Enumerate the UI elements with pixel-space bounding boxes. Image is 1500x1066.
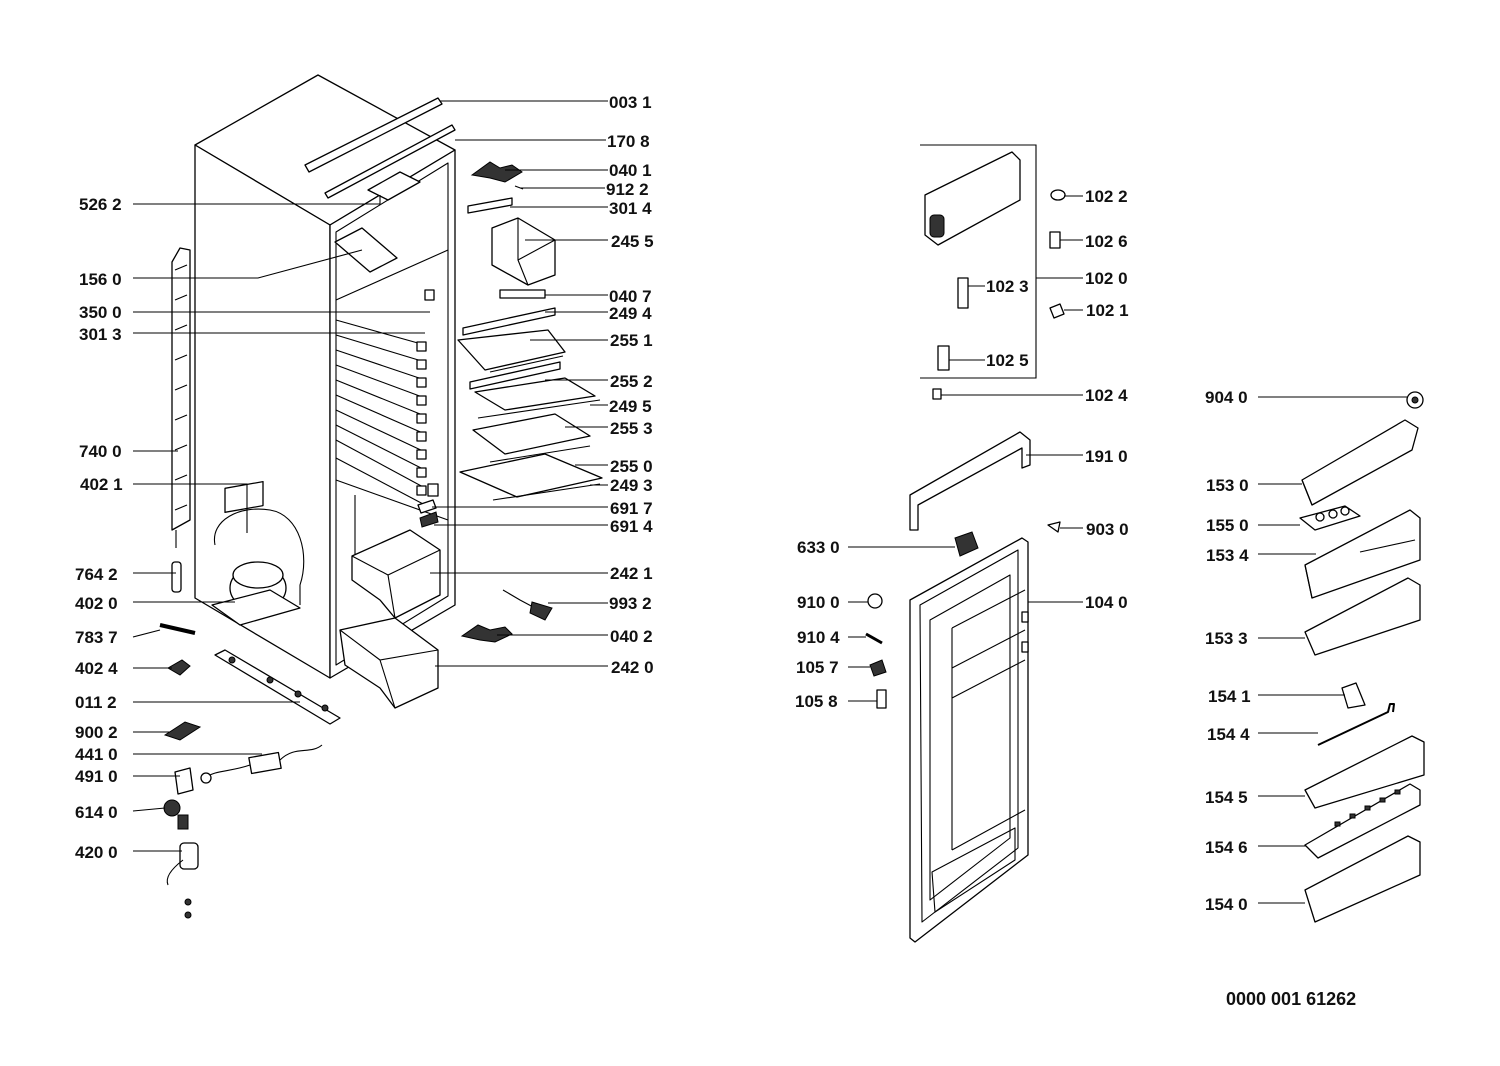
label-402-1: 402 1 [80,475,123,494]
label-783-7: 783 7 [75,628,118,647]
label-104-0: 104 0 [1085,593,1128,612]
label-156-0: 156 0 [79,270,122,289]
compressor-bay-outline [213,508,305,605]
label-154-6: 154 6 [1205,838,1248,857]
label-154-5: 154 5 [1205,788,1248,807]
shelf-leader-lines [1258,396,1407,904]
label-402-0: 402 0 [75,594,118,613]
ice-tray [334,227,398,273]
door-shelves-drawing [1299,391,1425,923]
label-245-5: 245 5 [611,232,654,251]
label-249-5: 249 5 [609,397,652,416]
label-764-2: 764 2 [75,565,118,584]
label-526-2: 526 2 [79,195,122,214]
label-153-0: 153 0 [1206,476,1249,495]
label-154-1: 154 1 [1208,687,1251,706]
label-153-3: 153 3 [1205,629,1248,648]
label-102-6: 102 6 [1085,232,1128,251]
drawing-number: 0000 001 61262 [1226,989,1356,1009]
fridge-cabinet-drawing [171,74,456,725]
label-040-1: 040 1 [609,161,652,180]
label-255-3: 255 3 [610,419,653,438]
label-301-3: 301 3 [79,325,122,344]
cabinet-leader-lines [132,100,608,852]
condenser-coil [171,247,191,548]
label-102-0: 102 0 [1085,269,1128,288]
shelf-rail-slots [1334,789,1401,827]
label-255-1: 255 1 [610,331,653,350]
label-691-4: 691 4 [610,517,653,536]
label-249-3: 249 3 [610,476,653,495]
label-102-2: 102 2 [1085,187,1128,206]
top-trim-strip [304,97,443,173]
part-number-labels: 003 1 170 8 040 1 912 2 301 4 245 5 040 … [75,93,1251,914]
label-904-0: 904 0 [1205,388,1248,407]
door-leader-lines [848,195,1083,702]
label-301-4: 301 4 [609,199,652,218]
label-154-4: 154 4 [1207,725,1250,744]
label-900-2: 900 2 [75,723,118,742]
label-614-0: 614 0 [75,803,118,822]
label-441-0: 441 0 [75,745,118,764]
label-003-1: 003 1 [609,93,652,112]
label-402-4: 402 4 [75,659,118,678]
control-panel [367,171,421,201]
label-011-2: 011 2 [75,693,117,712]
label-691-7: 691 7 [610,499,653,518]
label-910-0: 910 0 [797,593,840,612]
door-assembly-drawing [865,144,1083,943]
label-633-0: 633 0 [797,538,840,557]
label-740-0: 740 0 [79,442,122,461]
label-255-2: 255 2 [610,372,653,391]
label-040-2: 040 2 [610,627,653,646]
label-903-0: 903 0 [1086,520,1129,539]
label-249-4: 249 4 [609,304,652,323]
label-154-0: 154 0 [1205,895,1248,914]
label-910-4: 910 4 [797,628,840,647]
label-170-8: 170 8 [607,132,650,151]
label-242-0: 242 0 [611,658,654,677]
label-102-1: 102 1 [1086,301,1129,320]
base-frame [214,649,341,725]
label-912-2: 912 2 [606,180,649,199]
label-102-4: 102 4 [1085,386,1128,405]
label-350-0: 350 0 [79,303,122,322]
label-155-0: 155 0 [1206,516,1249,535]
label-993-2: 993 2 [609,594,652,613]
label-491-0: 491 0 [75,767,118,786]
label-105-7: 105 7 [796,658,839,677]
label-040-7: 040 7 [609,287,652,306]
label-102-3: 102 3 [986,277,1029,296]
label-153-4: 153 4 [1206,546,1249,565]
label-242-1: 242 1 [610,564,653,583]
label-105-8: 105 8 [795,692,838,711]
label-420-0: 420 0 [75,843,118,862]
label-255-0: 255 0 [610,457,653,476]
top-cover-strip [324,124,456,199]
label-191-0: 191 0 [1085,447,1128,466]
compressor [211,480,301,626]
cabinet-shelf-rails [335,289,439,506]
label-102-5: 102 5 [986,351,1029,370]
